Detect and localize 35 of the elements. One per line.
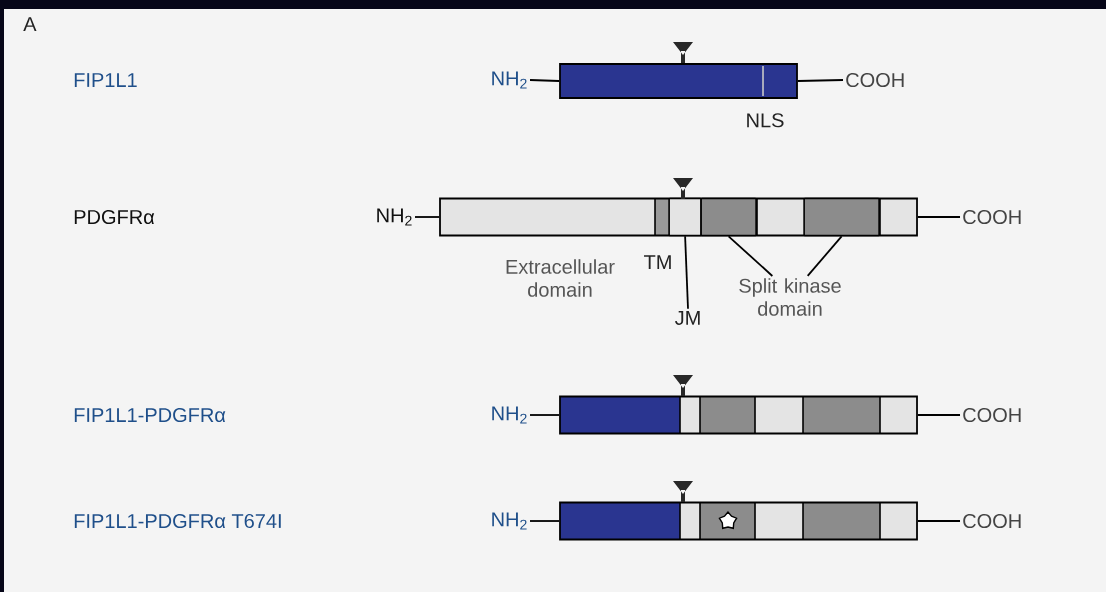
connector-line <box>529 414 560 416</box>
terminus-label: NH$_{2}$ <box>492 406 527 424</box>
domain-segment <box>700 197 757 237</box>
terminus-label: COOH <box>846 72 904 88</box>
connector-line <box>414 216 440 218</box>
connector-line <box>529 520 560 522</box>
terminus-label: COOH <box>963 407 1021 423</box>
domain-label: JM <box>675 311 700 325</box>
protein-name: FIP1L1 <box>74 73 137 87</box>
terminus-label: NH$_{2}$ <box>492 512 527 530</box>
protein-bar <box>559 63 798 99</box>
protein-bar <box>559 501 918 541</box>
domain-segment <box>803 197 880 237</box>
domain-label: Split kinase domain <box>739 278 841 316</box>
protein-name: FIP1L1-PDGFRα T674I <box>74 513 281 529</box>
domain-label: Extracellular domain <box>506 259 615 297</box>
protein-bar <box>559 395 918 435</box>
connector-line <box>917 216 961 218</box>
panel-letter: A <box>23 17 37 31</box>
connector-line <box>529 79 560 82</box>
protein-name: FIP1L1-PDGFRα <box>74 407 226 423</box>
domain-label: NLS <box>747 113 784 128</box>
terminus-label: NH$_{2}$ <box>377 208 412 226</box>
protein-name: PDGFRα <box>74 209 155 225</box>
connector-line <box>797 79 844 82</box>
domain-label: TM <box>644 255 671 269</box>
terminus-label: COOH <box>963 513 1021 529</box>
terminus-label: NH$_{2}$ <box>492 71 527 89</box>
leader-line <box>806 235 843 277</box>
connector-line <box>917 414 961 416</box>
leader-line <box>727 235 774 277</box>
connector-line <box>917 520 961 522</box>
leader-line <box>684 235 689 310</box>
domain-segment <box>668 197 702 237</box>
terminus-label: COOH <box>963 209 1021 225</box>
